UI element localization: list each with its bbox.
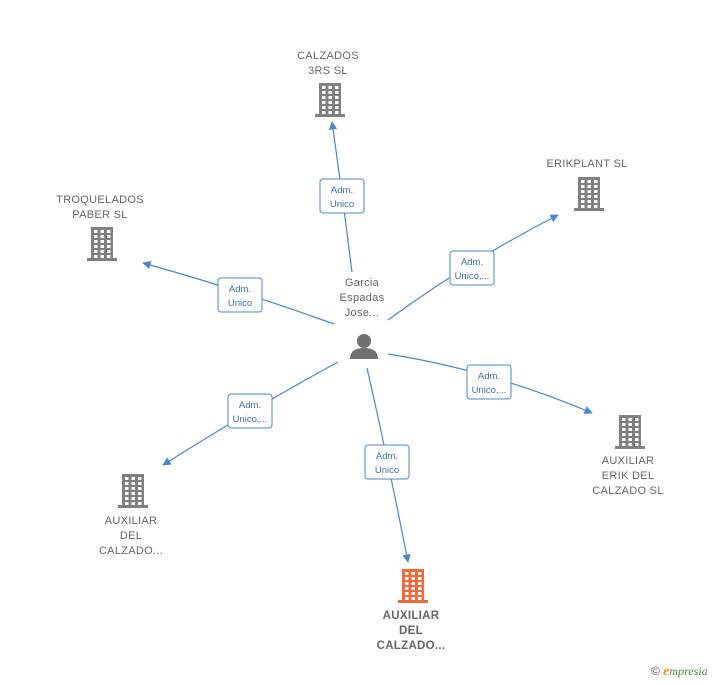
company-label-line: ERIKPLANT SL [546, 158, 627, 170]
edge-label-text: Unico,... [455, 271, 490, 282]
company-label-line: ERIK DEL [602, 470, 655, 482]
building-icon[interactable] [118, 474, 148, 508]
person-node[interactable]: GarciaEspadasJose... [340, 277, 385, 359]
company-label-line: AUXILIAR [105, 515, 158, 527]
company-node-troquelados-paber[interactable]: TROQUELADOS PABER SL [56, 194, 144, 261]
edge-label-text: Unico,... [472, 385, 507, 396]
edge-label-troquelados-paber[interactable]: Adm. Unico [217, 277, 263, 313]
company-node-erikplant[interactable]: ERIKPLANT SL [546, 158, 627, 211]
edge-label-text: Adm. [478, 371, 500, 382]
edge-label-box [319, 178, 365, 214]
edge-label-box [364, 444, 410, 480]
copyright-symbol: © [651, 664, 660, 678]
company-label-line: TROQUELADOS [56, 194, 144, 206]
person-name-line: Espadas [340, 292, 385, 304]
company-label-line: DEL [399, 625, 423, 637]
edge-label-text: Unico [330, 199, 354, 210]
company-label-line: PABER SL [72, 209, 127, 221]
company-node-auxiliar-calzado-left[interactable]: AUXILIAR DEL CALZADO... [99, 474, 163, 557]
company-label-line: 3RS SL [308, 65, 348, 77]
edge-label-auxiliar-erik[interactable]: Adm. Unico,... [466, 364, 512, 400]
edge-label-text: Unico [228, 298, 252, 309]
brand-initial: e [663, 664, 670, 679]
building-icon[interactable] [574, 177, 604, 211]
edge-label-text: Adm. [461, 257, 483, 268]
edge-label-text: Unico [375, 465, 399, 476]
company-label-line: CALZADO SL [592, 485, 663, 497]
edge-label-box [466, 364, 512, 400]
edge-label-calzados-3rs[interactable]: Adm. Unico [319, 178, 365, 214]
edge-labels-layer: Adm.UnicoAdm.Unico,...Adm.UnicoAdm.Unico… [217, 178, 512, 480]
edge-label-text: Adm. [331, 185, 353, 196]
edge-label-auxiliar-calzado-left[interactable]: Adm. Unico,... [227, 393, 273, 429]
person-name-line: Jose... [345, 307, 380, 319]
edge-label-box [227, 393, 273, 429]
nodes-layer: CALZADOS 3RS SL ERIKPLANT SL TROQUELADOS PAB… [56, 50, 663, 652]
company-label-line: CALZADOS [297, 50, 359, 62]
edge-label-text: Adm. [376, 451, 398, 462]
person-icon[interactable] [350, 334, 378, 359]
edge-label-text: Adm. [229, 284, 251, 295]
copyright-notice: © empresia [651, 664, 708, 680]
company-node-calzados-3rs[interactable]: CALZADOS 3RS SL [297, 50, 359, 117]
company-label-line: AUXILIAR [602, 455, 655, 467]
building-icon[interactable] [398, 569, 428, 603]
edge-label-erikplant[interactable]: Adm. Unico,... [449, 250, 495, 286]
company-node-auxiliar-calzado-main[interactable]: AUXILIAR DEL CALZADO... [377, 569, 446, 652]
edge-label-box [217, 277, 263, 313]
edge-label-text: Adm. [239, 400, 261, 411]
company-label-line: CALZADO... [99, 545, 163, 557]
building-icon[interactable] [315, 83, 345, 117]
edge-label-text: Unico,... [233, 414, 268, 425]
company-node-auxiliar-erik[interactable]: AUXILIAR ERIK DEL CALZADO SL [592, 415, 663, 497]
brand-name: mpresia [669, 664, 708, 678]
company-label-line: DEL [120, 530, 142, 542]
building-icon[interactable] [87, 227, 117, 261]
building-icon[interactable] [615, 415, 645, 449]
company-label-line: CALZADO... [377, 640, 446, 652]
edge-label-box [449, 250, 495, 286]
person-name-line: Garcia [345, 277, 380, 289]
company-label-line: AUXILIAR [383, 610, 440, 622]
edge-label-auxiliar-calzado-main[interactable]: Adm. Unico [364, 444, 410, 480]
brand-logo[interactable]: empresia [663, 664, 708, 679]
